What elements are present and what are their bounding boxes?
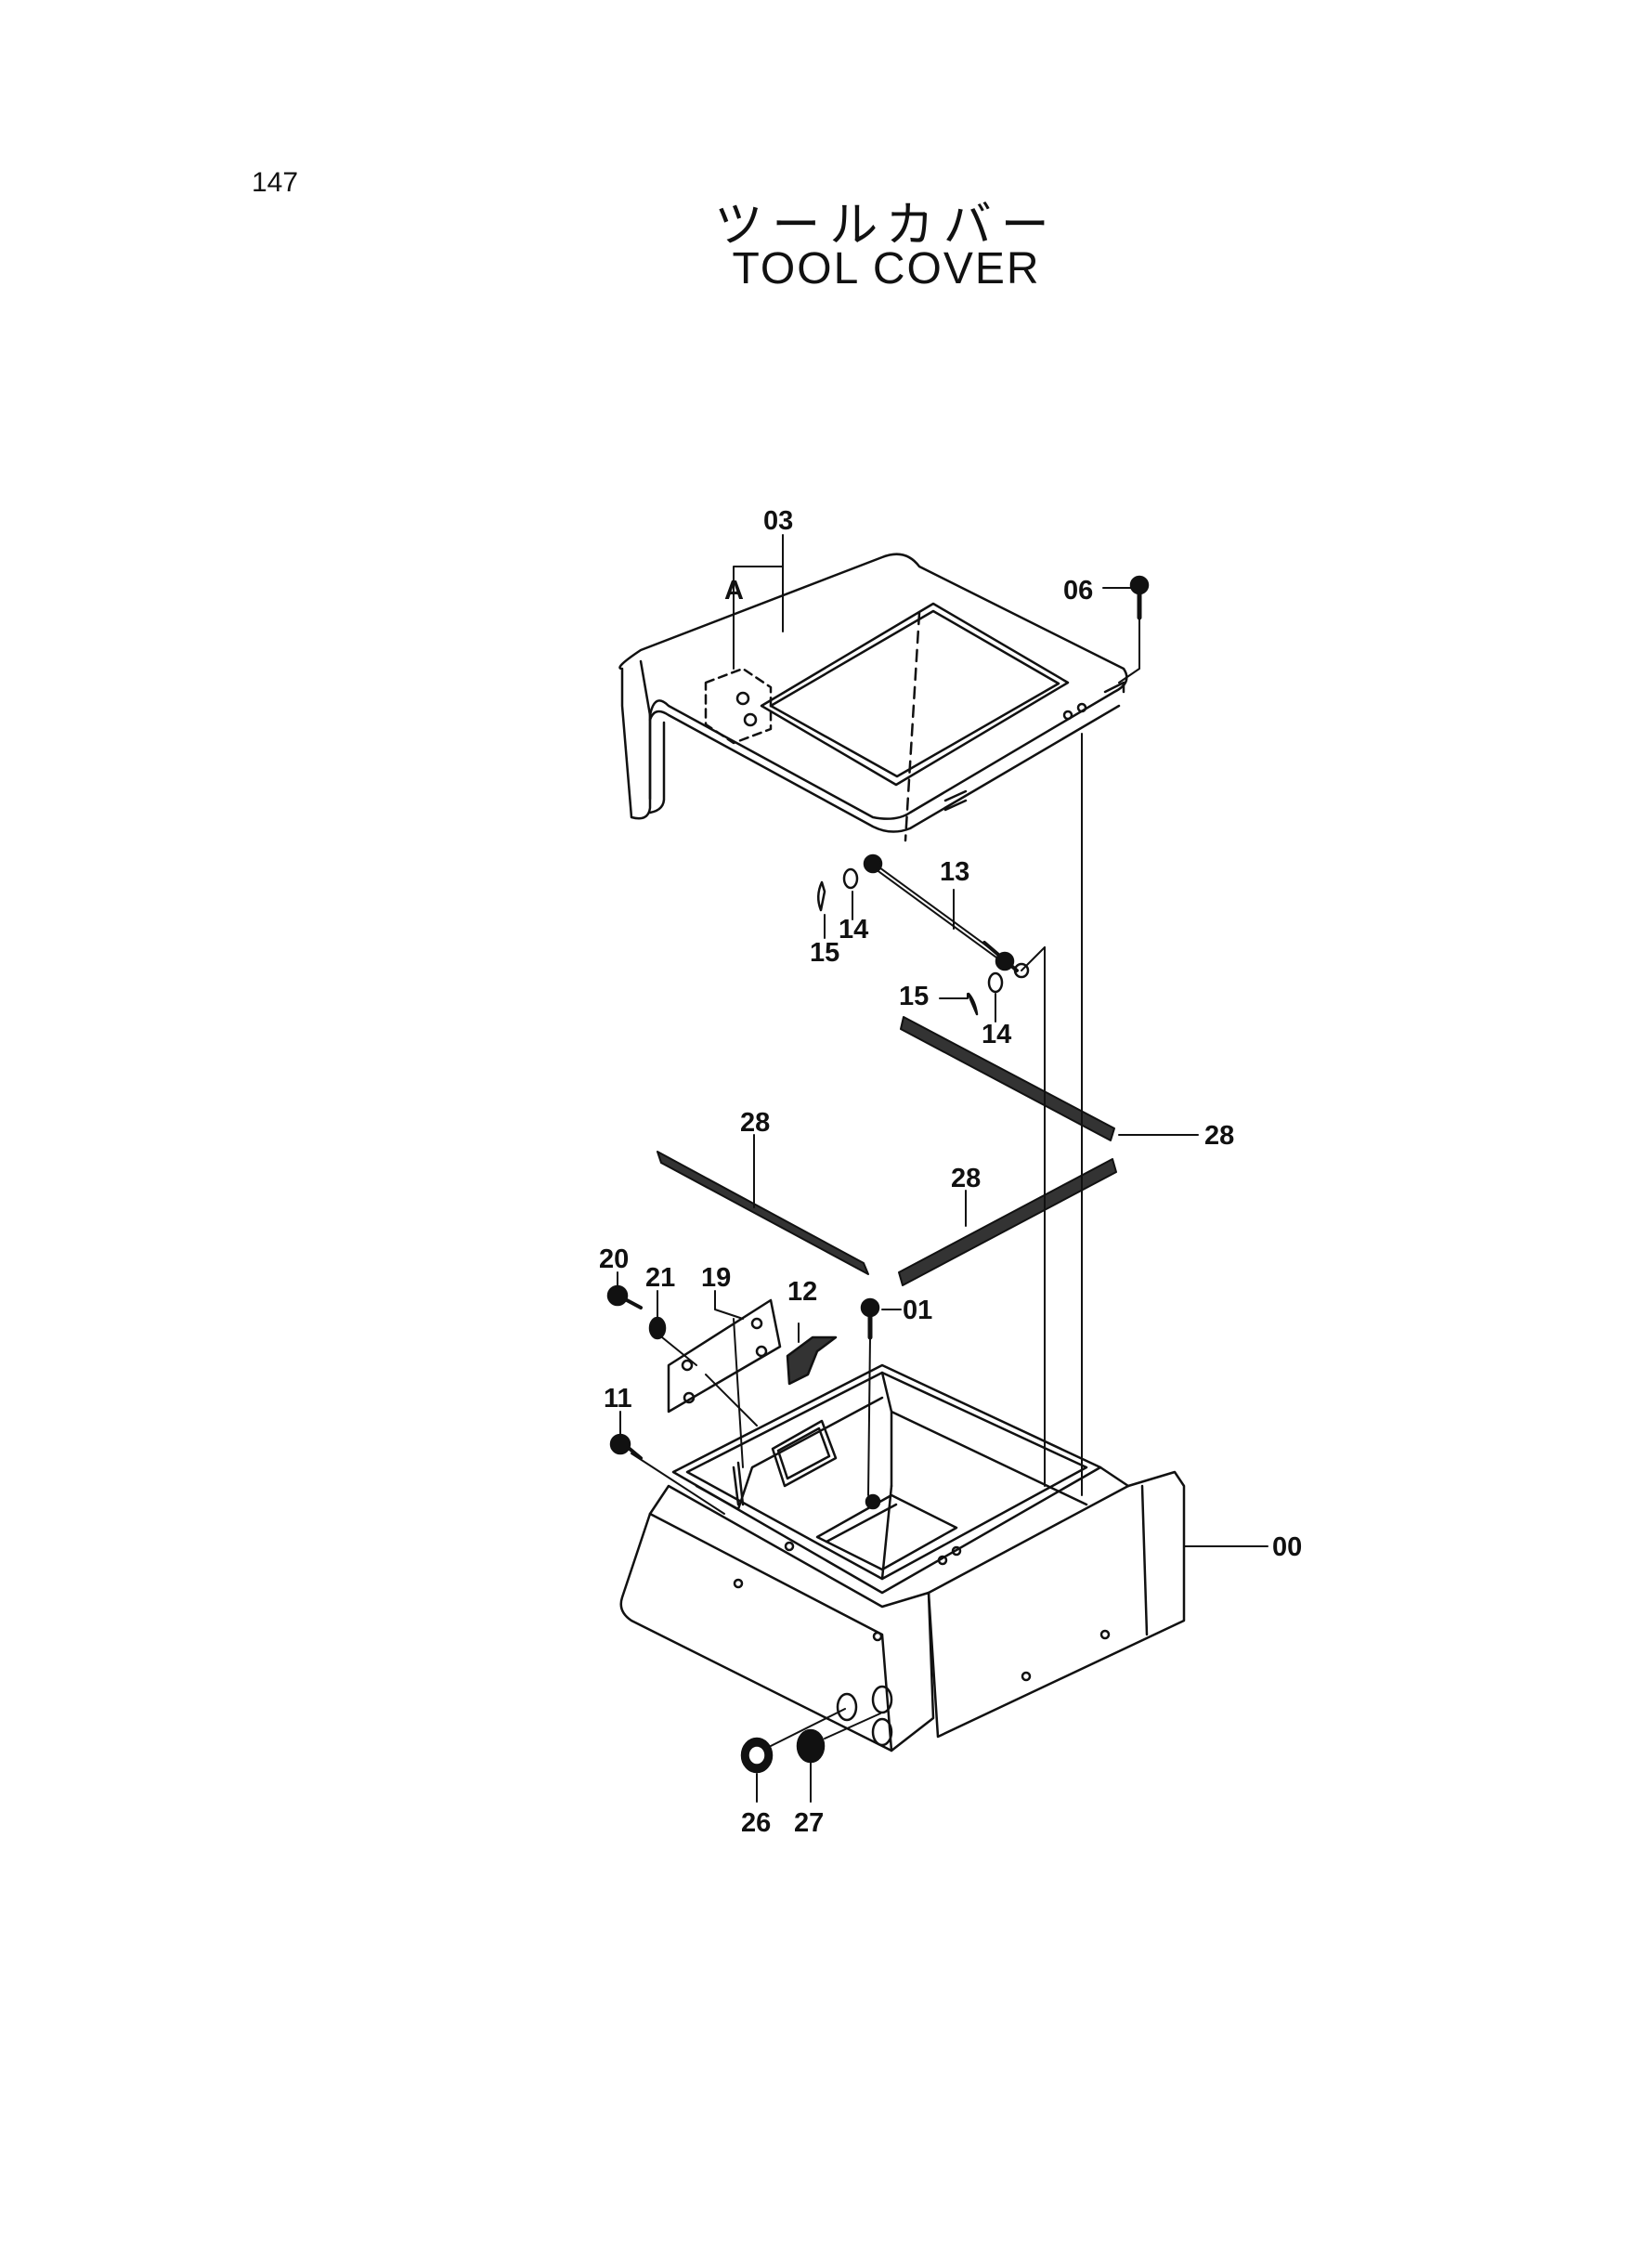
washers-and-pins [817, 867, 1004, 1016]
label-21: 21 [645, 1263, 675, 1293]
tool-cover-lid [618, 553, 1128, 842]
label-28a: 28 [740, 1108, 770, 1138]
seal-strips [657, 1016, 1117, 1286]
label-20: 20 [599, 1244, 629, 1274]
part-labels: 00 01 03 A 06 11 12 13 14 14 15 15 19 20… [599, 506, 1302, 1838]
label-27: 27 [794, 1808, 824, 1838]
label-19: 19 [701, 1263, 731, 1293]
leader-lines [617, 534, 1268, 1803]
tool-box-body [619, 1363, 1186, 1752]
label-26: 26 [741, 1808, 771, 1838]
gas-spring [863, 853, 1030, 979]
label-14a: 14 [839, 915, 868, 945]
label-15a: 15 [810, 938, 839, 968]
title-english: TOOL COVER [732, 244, 1041, 293]
label-28c: 28 [951, 1164, 981, 1193]
label-03: 03 [763, 506, 793, 536]
label-15b: 15 [899, 982, 929, 1011]
label-13: 13 [940, 857, 969, 887]
label-06: 06 [1063, 576, 1093, 606]
label-12: 12 [787, 1277, 817, 1307]
label-14b: 14 [982, 1020, 1011, 1049]
label-00: 00 [1272, 1532, 1302, 1562]
label-11: 11 [604, 1384, 632, 1414]
title-japanese: ツールカバー [714, 198, 1059, 254]
label-01: 01 [903, 1296, 932, 1325]
bolts-and-plugs [606, 575, 1150, 1774]
label-A: A [724, 576, 744, 606]
page-number: 147 [252, 167, 299, 198]
label-28b: 28 [1204, 1121, 1234, 1151]
